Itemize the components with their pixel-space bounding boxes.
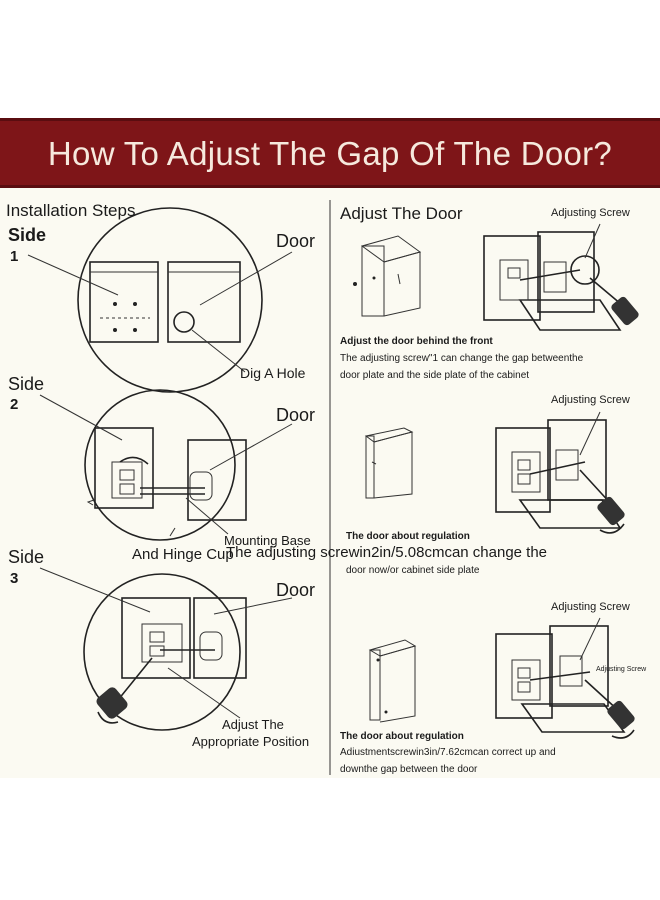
right3-inner-screw-label: Adjusting Screw [596,666,647,673]
right-overflow-text: The adjusting screwin2in/5.08cmcan chang… [226,544,548,561]
right2-illustration [364,411,625,534]
right3-illustration [368,617,635,739]
step2-number: 2 [10,396,19,413]
right2-caption-line1: door now/or cabinet side plate [346,565,480,576]
step2-note-line1: Mounting Base [224,533,311,548]
right1-caption-line2: door plate and the side plate of the cab… [340,370,530,381]
page-title: How To Adjust The Gap Of The Door? [47,135,613,172]
right3-caption-bold: The door about regulation [340,731,464,742]
step1-side-label: Side [8,225,47,245]
step2-door-label: Door [276,405,316,425]
right3-screw-label: Adjusting Screw [551,601,630,613]
step3-door-label: Door [276,580,316,600]
step3-side-label: Side [8,547,45,567]
step2-note-line2: And Hinge Cup [132,546,234,563]
step2-illustration [39,389,293,541]
step1-illustration [27,207,293,393]
step2-side-label: Side [8,374,45,394]
step1-note: Dig A Hole [240,365,306,381]
right2-screw-label: Adjusting Screw [551,394,630,406]
step3-note-line2: Appropriate Position [192,734,310,749]
step3-number: 3 [10,570,19,587]
right3-caption-line2: downthe gap between the door [340,764,478,775]
right1-caption-line1: The adjusting screw"1 can change the gap… [340,353,584,364]
step3-illustration [39,567,293,731]
step1-door-label: Door [276,231,316,251]
installation-heading: Installation Steps [6,201,136,220]
title-banner: How To Adjust The Gap Of The Door? [0,118,660,188]
right2-caption-bold: The door about regulation [346,531,470,542]
adjust-heading: Adjust The Door [340,204,463,223]
step1-number: 1 [10,248,19,265]
right1-illustration [353,223,639,331]
right1-screw-label: Adjusting Screw [551,207,630,219]
step3-note-line1: Adjust The [222,717,284,732]
right1-caption-bold: Adjust the door behind the front [340,336,493,347]
right3-caption-line1: Adiustmentscrewin3in/7.62cmcan correct u… [340,747,556,758]
